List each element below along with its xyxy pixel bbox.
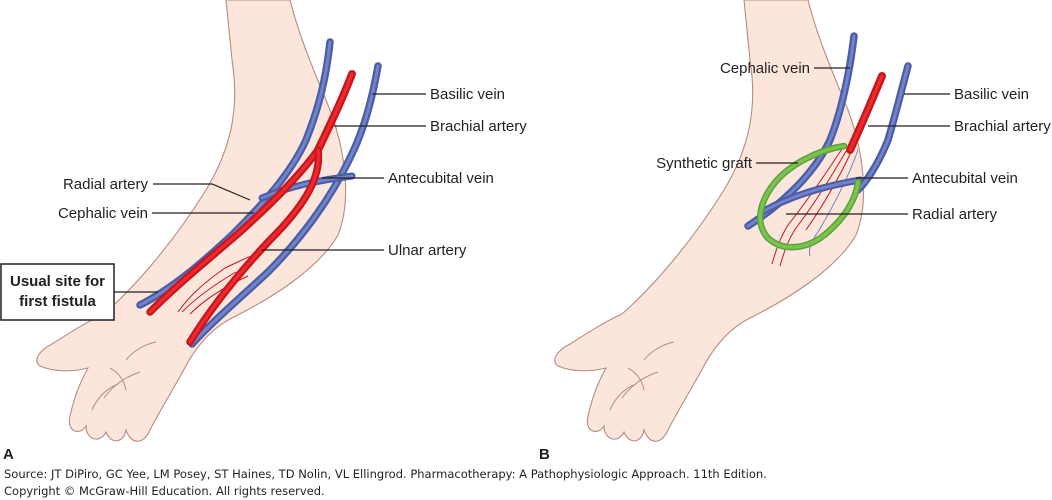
label-ulnar-artery-a: Ulnar artery — [388, 242, 467, 259]
radial-artery-thin-b3 — [805, 149, 853, 231]
minor-vessel-a3 — [189, 275, 249, 315]
label-radial-artery-b: Radial artery — [912, 206, 998, 223]
caption-source: Source: JT DiPiro, GC Yee, LM Posey, ST … — [4, 467, 767, 481]
radial-artery-thin-b2 — [779, 147, 849, 267]
caption-copyright: Copyright © McGraw-Hill Education. All r… — [4, 484, 325, 498]
radial-artery-a — [146, 146, 322, 316]
basilic-vein-a — [188, 62, 382, 348]
callout-line-1: Usual site for — [10, 273, 105, 290]
label-brachial-artery-b: Brachial artery — [954, 118, 1051, 135]
label-basilic-vein-b: Basilic vein — [954, 86, 1029, 103]
synthetic-graft-b — [757, 142, 862, 251]
vein-thin-b — [809, 149, 859, 257]
radial-artery-thin-b1 — [771, 145, 845, 265]
antecubital-vein-b — [758, 176, 864, 216]
label-basilic-vein-a: Basilic vein — [430, 86, 505, 103]
panel-a: Basilic vein Brachial artery Radial arte… — [0, 0, 527, 462]
label-antecubital-vein-b: Antecubital vein — [912, 170, 1018, 187]
leader-radial-a — [153, 183, 251, 201]
callout-line-2: first fistula — [19, 293, 96, 310]
ulnar-artery-a — [186, 146, 323, 346]
forearm-b — [554, 0, 865, 442]
panel-b: Cephalic vein Basilic vein Brachial arte… — [539, 0, 1051, 462]
panel-letter-a: A — [3, 446, 14, 462]
label-antecubital-vein-a: Antecubital vein — [388, 170, 494, 187]
label-cephalic-vein-a: Cephalic vein — [58, 205, 148, 222]
fistula-diagram: Basilic vein Brachial artery Radial arte… — [0, 0, 1051, 462]
callout-usual-site: Usual site for first fistula — [0, 263, 115, 321]
label-synthetic-graft-b: Synthetic graft — [656, 155, 753, 172]
label-radial-artery-a: Radial artery — [63, 176, 149, 193]
antecubital-vein-a — [258, 172, 356, 202]
panel-letter-b: B — [539, 446, 550, 462]
brachial-artery-a — [314, 70, 356, 154]
label-cephalic-vein-b: Cephalic vein — [720, 60, 810, 77]
minor-vessel-a1 — [177, 255, 253, 313]
label-brachial-artery-a: Brachial artery — [430, 118, 527, 135]
basilic-vein-b — [854, 62, 912, 194]
minor-vessel-a2 — [181, 271, 237, 313]
figure-caption: Source: JT DiPiro, GC Yee, LM Posey, ST … — [4, 466, 767, 500]
brachial-artery-b — [846, 72, 886, 154]
